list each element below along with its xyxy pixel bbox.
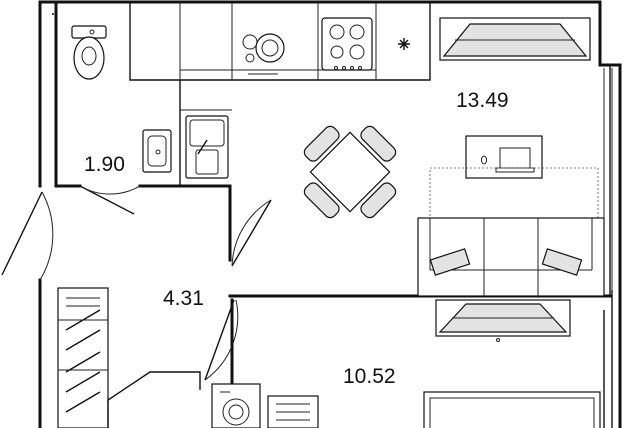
kitchen-sink-icon: [185, 115, 229, 179]
tv-bedroom-icon: [435, 299, 571, 342]
door-bathroom[interactable]: [79, 185, 141, 215]
door-living-room[interactable]: [231, 199, 272, 267]
laptop-desk-icon: [465, 135, 543, 179]
walls: [38, 0, 622, 428]
area-label-hall: 4.31: [163, 287, 204, 310]
shelf-icon: [267, 395, 319, 428]
toilet-icon: [71, 25, 107, 80]
kitchen-counter: [129, 2, 431, 186]
dining-table-icon: [303, 125, 397, 219]
sink-icon: [142, 129, 172, 173]
door-bedroom[interactable]: [204, 299, 239, 381]
hall-corner: [107, 371, 201, 428]
stove-icon: [242, 33, 285, 75]
door-entrance[interactable]: [1, 191, 54, 281]
area-label-living-kitchen: 13.49: [456, 89, 509, 112]
sofa-icon: [417, 217, 605, 297]
cooktop-icon: [321, 17, 373, 71]
wardrobe-icon: [57, 287, 109, 428]
washing-machine-icon: [211, 383, 261, 428]
fridge-icon: [398, 38, 410, 50]
tv-icon: [439, 17, 591, 61]
area-label-bedroom: 10.52: [343, 365, 396, 388]
bed-icon: [423, 391, 601, 428]
area-label-bathroom: 1.90: [84, 153, 125, 176]
